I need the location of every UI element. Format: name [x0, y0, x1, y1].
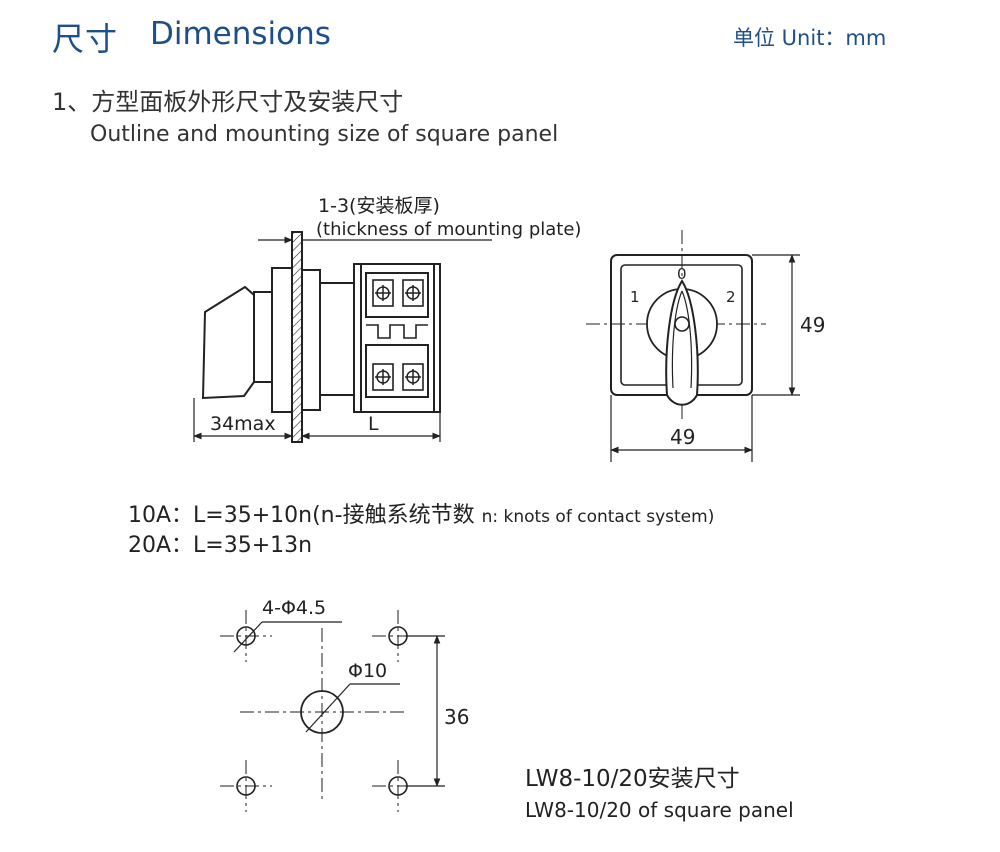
formula-10a: 10A：L=35+10n(n-接触系统节数 n: knots of contac…: [128, 497, 714, 529]
unit-label: 单位 Unit：mm: [733, 26, 887, 50]
header-title-zh: 尺寸: [52, 20, 119, 58]
switch-position-1: 1: [630, 288, 640, 306]
shaft-hole: [674, 316, 690, 332]
front-view-dimensions: [610, 254, 800, 462]
depth-dimension-label: 34max: [210, 413, 276, 435]
contact-block: [353, 263, 441, 413]
pointer-handle: [665, 279, 699, 406]
formula-10a-text: 10A：L=35+10n(n-接触系统节数: [128, 503, 475, 528]
front-bezel: [271, 267, 293, 413]
model-title-zh: LW8-10/20安装尺寸: [525, 766, 740, 792]
side-view-dimensions: [193, 236, 492, 442]
mounting-plate: [291, 231, 303, 443]
formula-20a: 20A：L=35+13n: [128, 533, 313, 558]
mounting-hole-tl: [236, 626, 256, 646]
plate-thickness-label-en: (thickness of mounting plate): [316, 219, 581, 240]
section-title-en: Outline and mounting size of square pane…: [90, 122, 559, 147]
side-view: [201, 231, 441, 443]
center-hole: [300, 690, 344, 734]
rear-flange: [301, 269, 321, 411]
section-title-zh: 1、方型面板外形尺寸及安装尺寸: [52, 88, 404, 116]
holes-label: 4-Φ4.5: [262, 597, 326, 619]
front-view: [586, 230, 766, 420]
center-hole-label: Φ10: [348, 660, 387, 682]
switch-position-2: 2: [726, 288, 736, 306]
plate-thickness-label-zh: 1-3(安装板厚): [318, 195, 440, 217]
knob-base: [253, 291, 273, 383]
height-dimension-label: 49: [800, 313, 825, 337]
model-title-en: LW8-10/20 of square panel: [525, 798, 794, 822]
width-dimension-label: 49: [670, 425, 695, 449]
mounting-pattern: [220, 610, 445, 812]
mounting-hole-bl: [236, 776, 256, 796]
length-dimension-label: L: [368, 413, 379, 435]
switch-position-0: 0: [677, 265, 687, 283]
shaft-housing: [319, 282, 355, 396]
spacing-dimension-label: 36: [444, 705, 469, 729]
knob-handle: [201, 285, 255, 400]
header-title-en: Dimensions: [150, 16, 331, 52]
formula-10a-note: n: knots of contact system): [481, 507, 715, 527]
